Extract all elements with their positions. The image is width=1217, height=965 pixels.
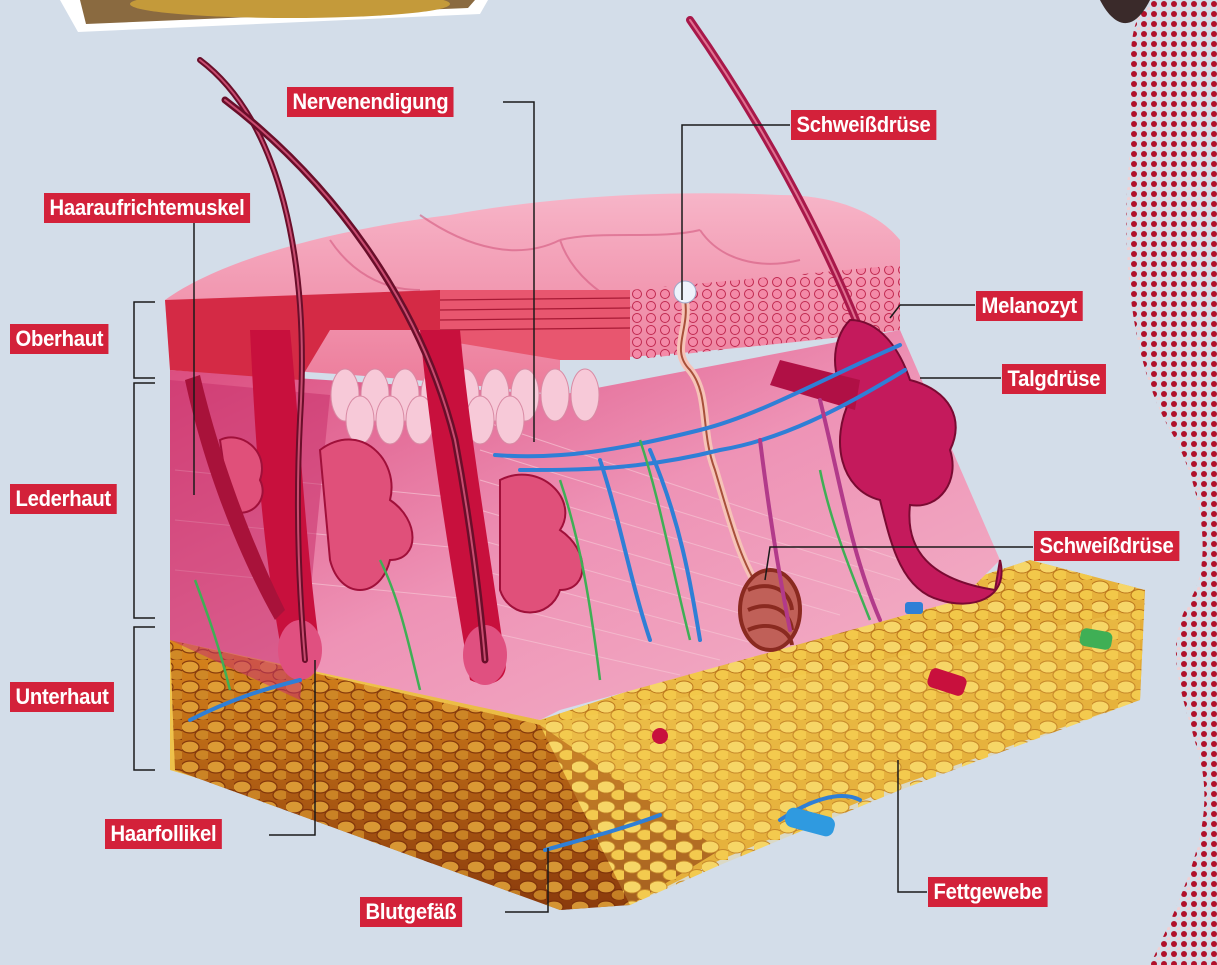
label-lederhaut: Lederhaut [10,484,116,514]
label-haaraufrichtemuskel: Haaraufrichtemuskel [44,193,250,223]
label-schweissdruese-top: Schweißdrüse [791,110,936,140]
label-melanozyt: Melanozyt [976,291,1082,321]
label-schweissdruese-bottom: Schweißdrüse [1034,531,1179,561]
label-blutgefaess: Blutgefäß [360,897,462,927]
label-fettgewebe: Fettgewebe [928,877,1048,907]
label-oberhaut: Oberhaut [10,324,109,354]
photo-fragment [60,0,488,32]
layer-brackets [134,302,155,770]
red-dress-fragment [1100,0,1217,965]
label-nervenendigung: Nervenendigung [287,87,454,117]
label-talgdruese: Talgdrüse [1002,364,1106,394]
label-haarfollikel: Haarfollikel [105,819,222,849]
label-unterhaut: Unterhaut [10,682,114,712]
